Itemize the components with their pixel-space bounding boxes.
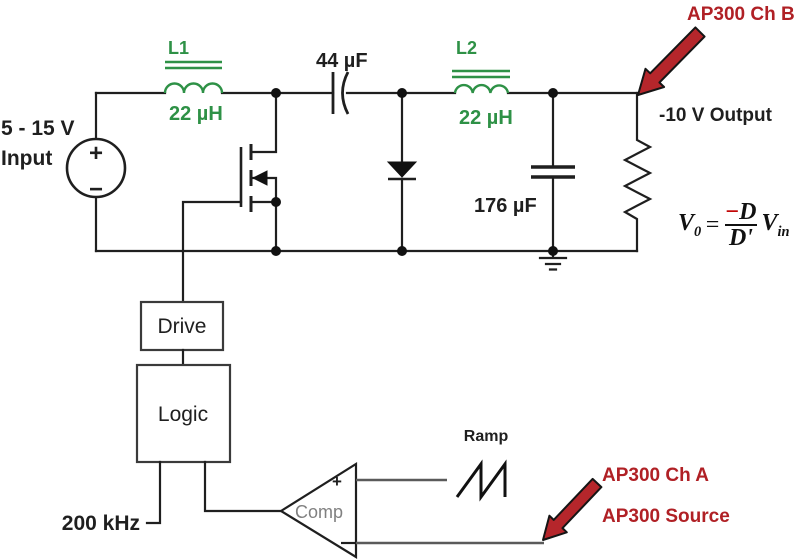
node-dot: [397, 246, 407, 256]
inductor-l1-name: L1: [168, 38, 189, 58]
formula-vin: Vin: [761, 210, 790, 240]
inductor-l2-core-bars: [452, 69, 510, 79]
comparator-plus-input-sign: +: [332, 472, 342, 491]
probe-ch-b-label: AP300 Ch B: [687, 4, 795, 25]
inductor-l1-value: 22 µH: [169, 103, 223, 125]
inductor-l2-value: 22 µH: [459, 107, 513, 129]
ramp-waveform-icon: [455, 459, 507, 502]
node-dot: [271, 88, 281, 98]
node-dot: [397, 88, 407, 98]
formula-fraction: −D D': [723, 200, 758, 251]
probe-ch-b-arrow-icon: [637, 26, 706, 96]
mosfet-source-lead: [249, 176, 278, 253]
node-dot: [271, 197, 281, 207]
node-dot: [271, 246, 281, 256]
comparator-triangle: [278, 462, 358, 559]
diode-triangle: [386, 161, 418, 178]
ramp-label: Ramp: [464, 428, 509, 445]
probe-source-label: AP300 Source: [602, 506, 730, 527]
formula-numerator: −D: [725, 199, 757, 225]
formula-v0: V0: [678, 210, 702, 240]
frequency-label: 200 kHz: [62, 512, 140, 535]
drive-block-label: Drive: [157, 315, 206, 338]
input-voltage-label: 5 - 15 V: [1, 117, 75, 140]
comparator-label: Comp: [295, 502, 343, 522]
mosfet-gate-wire: [181, 200, 243, 304]
inductor-l1-core-bars: [165, 60, 222, 70]
formula-equals: =: [704, 211, 721, 238]
output-cap-plates: [531, 165, 575, 179]
node-dot: [548, 88, 558, 98]
source-plus-sign: +: [89, 140, 103, 167]
coupling-cap-right-plate: [341, 71, 350, 115]
probe-ch-a-arrow-icon: [542, 477, 603, 541]
voltage-source-symbol: [65, 137, 127, 199]
inductor-l2-coil: [453, 83, 510, 94]
coupling-cap-value: 44 µF: [316, 50, 368, 72]
output-voltage-formula: V0 = −D D' Vin: [678, 200, 789, 251]
inductor-l2-name: L2: [456, 38, 477, 58]
probe-ch-a-label: AP300 Ch A: [602, 465, 709, 486]
output-cap-value: 176 µF: [474, 195, 537, 217]
input-label: Input: [1, 147, 52, 170]
logic-block-label: Logic: [158, 403, 208, 426]
node-dot: [548, 246, 558, 256]
inductor-l1-coil: [163, 82, 224, 94]
drive-block-box: [139, 300, 225, 352]
output-voltage-label: -10 V Output: [659, 105, 773, 126]
mosfet-drain-lead: [250, 91, 278, 154]
comparator-output-wire: [203, 460, 283, 513]
formula-denominator: D': [724, 224, 757, 251]
source-minus-sign: −: [89, 176, 103, 203]
load-resistor: [622, 91, 653, 253]
logic-block-box: [135, 363, 232, 464]
clock-stub-wire: [145, 460, 162, 525]
mosfet-body-arrow: [251, 170, 268, 186]
